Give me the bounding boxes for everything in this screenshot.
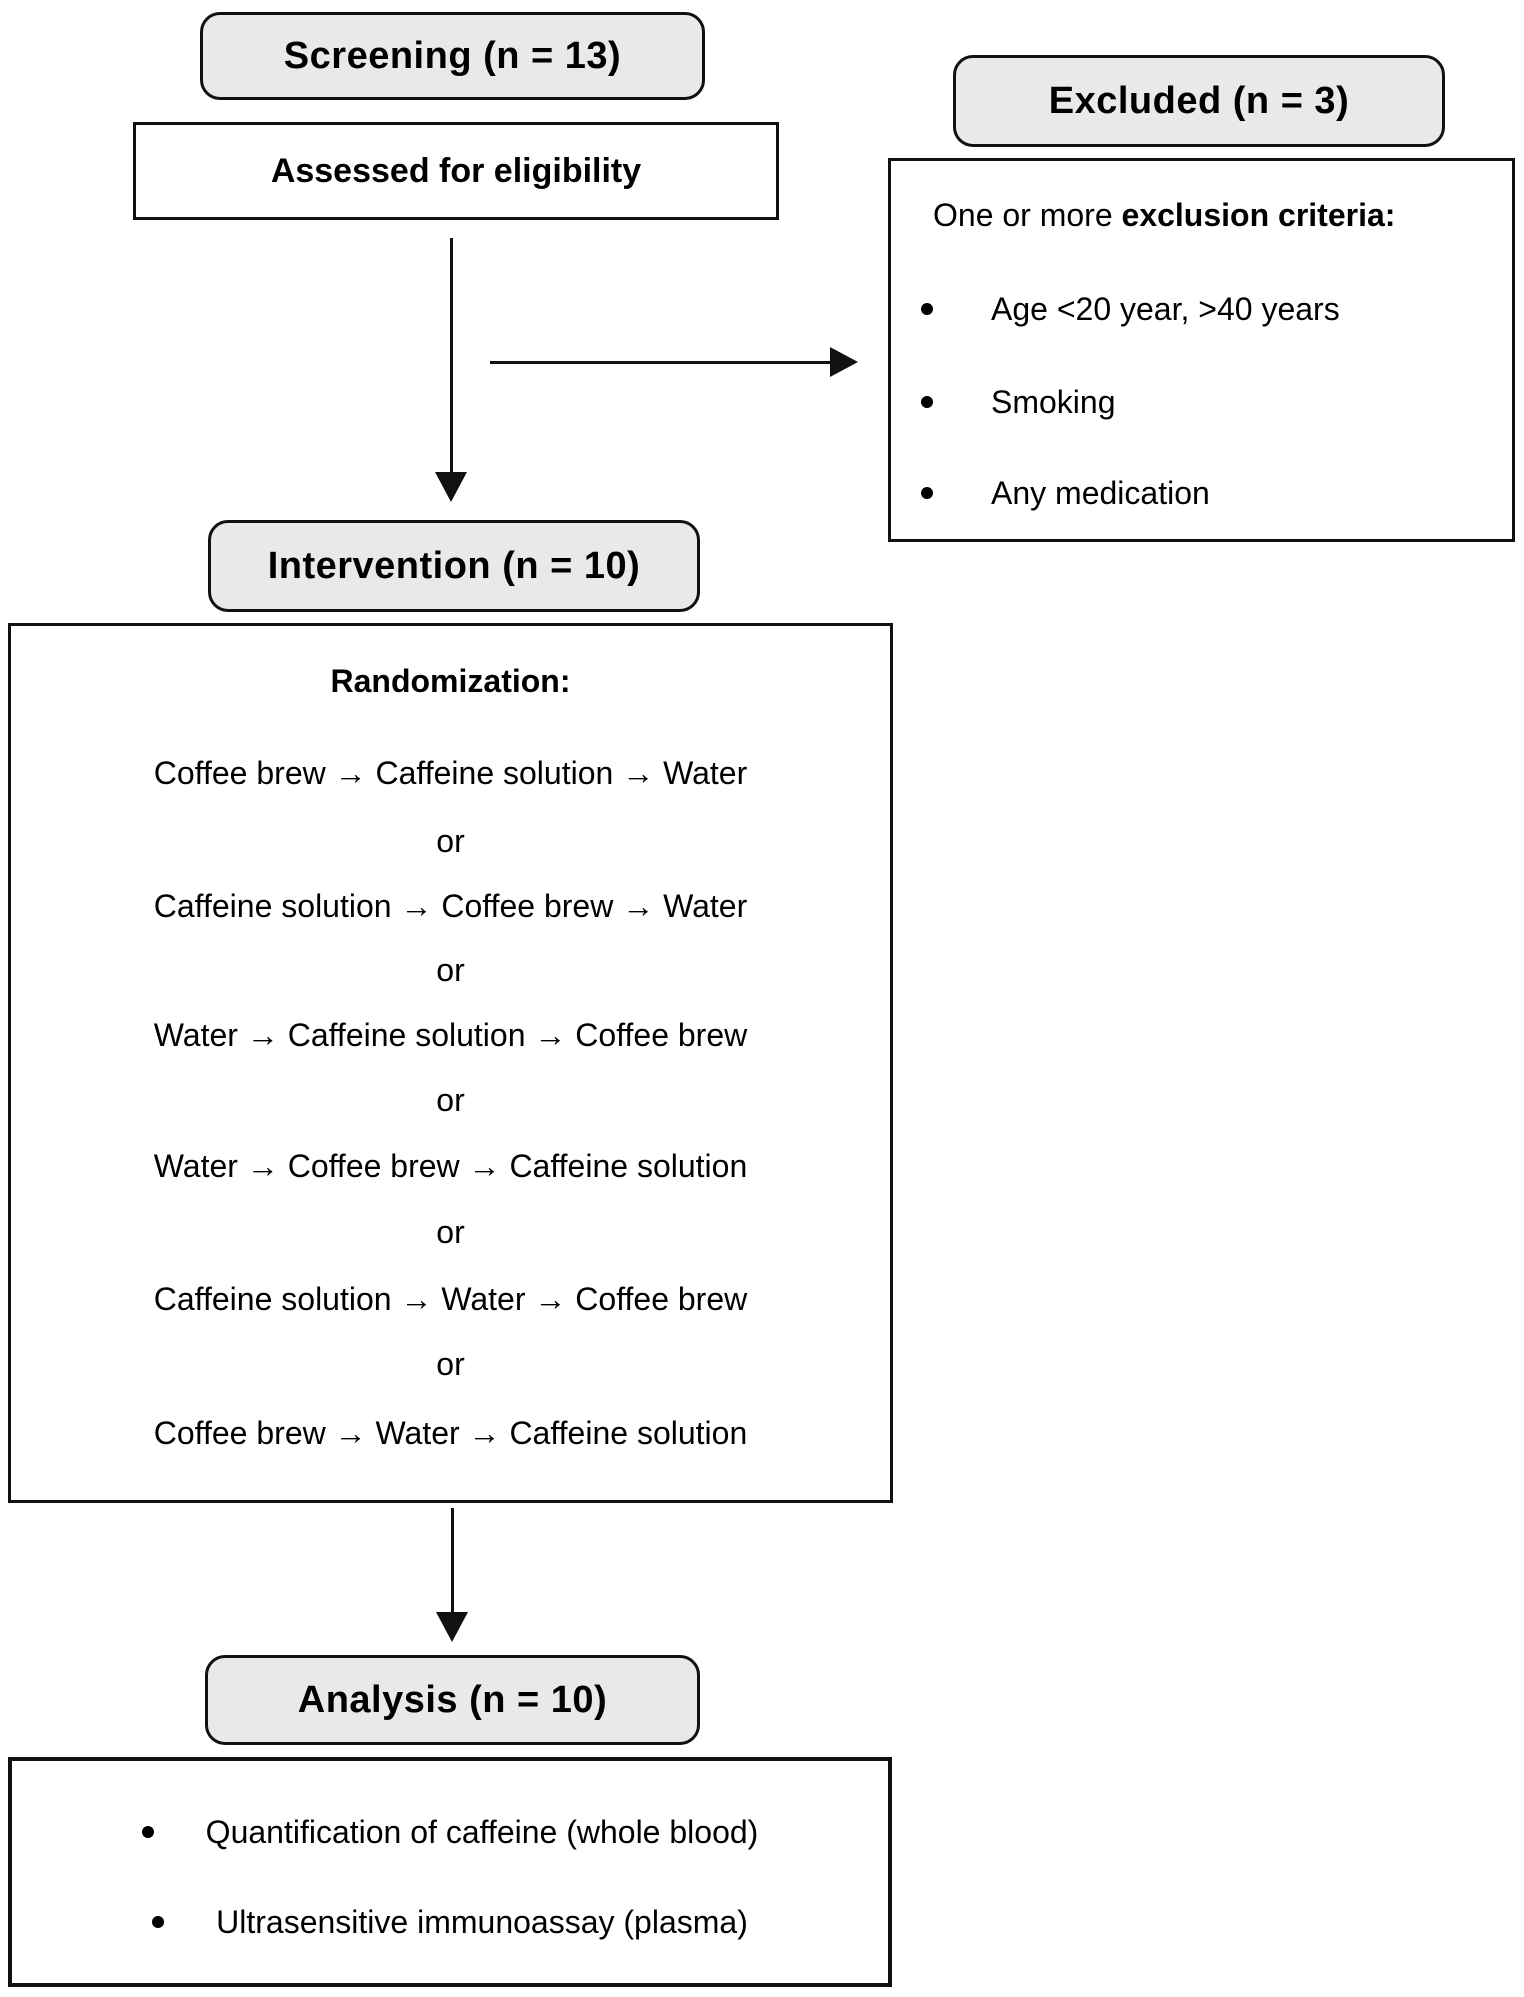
bullet-icon xyxy=(921,487,933,499)
arrow-assessed-to-intervention-line xyxy=(450,238,453,478)
arrow-to-excluded-line xyxy=(490,361,832,364)
bullet-icon xyxy=(141,1826,154,1838)
screening-box: Screening (n = 13) xyxy=(200,12,705,100)
bullet-icon xyxy=(921,303,933,315)
excluded-box: Excluded (n = 3) xyxy=(953,55,1445,147)
bullet-icon xyxy=(921,396,933,408)
assessed-label: Assessed for eligibility xyxy=(270,151,642,190)
exclusion-bullet-medication-text: Any medication xyxy=(991,474,1210,511)
exclusion-bullet-age-text: Age <20 year, >40 years xyxy=(991,290,1340,327)
exclusion-bullet-age: Age <20 year, >40 years xyxy=(891,285,1512,333)
analysis-label: Analysis (n = 10) xyxy=(297,1678,608,1721)
arrow-randomization-to-analysis-line xyxy=(451,1508,454,1616)
exclusion-criteria-title-bold: exclusion criteria: xyxy=(1121,196,1396,233)
randomization-sequence-1: Coffee brew → Caffeine solution → Water xyxy=(153,754,748,791)
exclusion-bullet-medication: Any medication xyxy=(891,469,1512,517)
assessed-box: Assessed for eligibility xyxy=(133,122,779,220)
arrow-randomization-to-analysis-head-icon xyxy=(436,1612,468,1642)
exclusion-criteria-title-regular: One or more xyxy=(933,196,1122,233)
outcome-bullet-quantification: Quantification of caffeine (whole blood) xyxy=(12,1808,888,1856)
outcome-bullet-quantification-text: Quantification of caffeine (whole blood) xyxy=(205,1813,759,1850)
randomization-sequence-3: Water → Caffeine solution → Coffee brew xyxy=(153,1016,748,1053)
randomization-or: or xyxy=(436,1345,465,1382)
randomization-or: or xyxy=(436,1081,465,1118)
outcomes-box: Quantification of caffeine (whole blood)… xyxy=(8,1757,892,1987)
randomization-or: or xyxy=(436,951,465,988)
randomization-title: Randomization: xyxy=(330,662,571,699)
exclusion-bullet-smoking-text: Smoking xyxy=(991,383,1116,420)
outcome-bullet-immunoassay: Ultrasensitive immunoassay (plasma) xyxy=(12,1898,888,1946)
intervention-box: Intervention (n = 10) xyxy=(208,520,700,612)
bullet-icon xyxy=(152,1916,165,1928)
randomization-sequence-4: Water → Coffee brew → Caffeine solution xyxy=(153,1147,748,1184)
arrow-assessed-to-intervention-head-icon xyxy=(435,472,467,502)
randomization-box: Randomization: Coffee brew → Caffeine so… xyxy=(8,623,893,1503)
randomization-sequence-2: Caffeine solution → Coffee brew → Water xyxy=(153,887,748,924)
exclusion-criteria-title: One or more exclusion criteria: xyxy=(933,191,1395,239)
randomization-or: or xyxy=(436,1213,465,1250)
intervention-label: Intervention (n = 10) xyxy=(267,544,641,587)
outcome-bullet-immunoassay-text: Ultrasensitive immunoassay (plasma) xyxy=(216,1903,748,1940)
excluded-label: Excluded (n = 3) xyxy=(1048,79,1350,122)
screening-label: Screening (n = 13) xyxy=(283,34,622,77)
arrow-to-excluded-head-icon xyxy=(830,347,858,377)
analysis-box: Analysis (n = 10) xyxy=(205,1655,700,1745)
randomization-or: or xyxy=(436,822,465,859)
exclusion-criteria-box: One or more exclusion criteria: Age <20 … xyxy=(888,158,1515,542)
exclusion-bullet-smoking: Smoking xyxy=(891,378,1512,426)
randomization-sequence-5: Caffeine solution → Water → Coffee brew xyxy=(153,1280,748,1317)
randomization-sequence-6: Coffee brew → Water → Caffeine solution xyxy=(153,1414,748,1451)
